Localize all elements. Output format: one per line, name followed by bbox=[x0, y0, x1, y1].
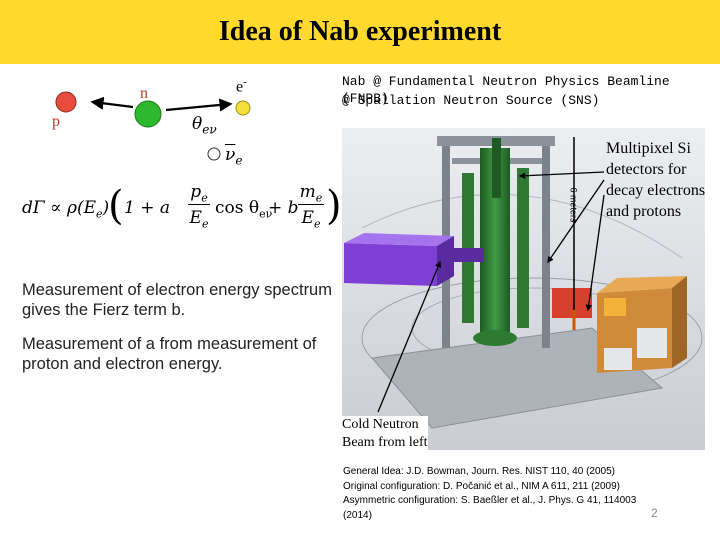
decay-diagram bbox=[55, 91, 251, 161]
neutron-label: n bbox=[140, 85, 148, 102]
proton-circle bbox=[55, 91, 77, 113]
electron-label: e- bbox=[236, 76, 247, 96]
detector-description: Multipixel Si detectors for decay electr… bbox=[606, 140, 706, 220]
antineutrino-label: νe bbox=[225, 145, 243, 168]
reference-2: Original configuration: D. Počanić et al… bbox=[343, 480, 621, 492]
apparatus-image bbox=[342, 128, 705, 450]
neutron-circle bbox=[134, 100, 162, 128]
references: General Idea: J.D. Bowman, Journ. Res. N… bbox=[343, 465, 673, 523]
reference-3: Asymmetric configuration: S. Baeßler et … bbox=[343, 495, 637, 506]
proton-arrow bbox=[90, 96, 134, 110]
page-number: 2 bbox=[651, 506, 658, 520]
cold-neutron-label: Cold Neutron Beam from left bbox=[342, 416, 428, 452]
title-bar bbox=[0, 0, 720, 64]
a-coefficient-text: Measurement of a from measurement of pro… bbox=[22, 335, 317, 373]
reference-1: General Idea: J.D. Bowman, Journ. Res. N… bbox=[343, 466, 615, 477]
electron-circle bbox=[235, 100, 251, 116]
decay-rate-formula: dΓ ∝ ρ(Ee) ( 1 + a pe Ee cos θeν + b me … bbox=[22, 182, 342, 231]
electron-arrow bbox=[165, 98, 233, 112]
proton-label: p bbox=[52, 113, 60, 130]
reference-4: (2014) bbox=[343, 509, 372, 521]
beamline-line2: @ Spallation Neutron Source (SNS) bbox=[342, 93, 600, 108]
beamline-line1: Nab @ Fundamental Neutron Physics Beamli… bbox=[342, 74, 670, 106]
angle-label: θeν bbox=[192, 114, 217, 137]
page-title: Idea of Nab experiment bbox=[218, 16, 502, 47]
antineutrino-circle bbox=[207, 147, 221, 161]
fierz-term-text: Measurement of electron energy spectrum … bbox=[22, 281, 332, 319]
